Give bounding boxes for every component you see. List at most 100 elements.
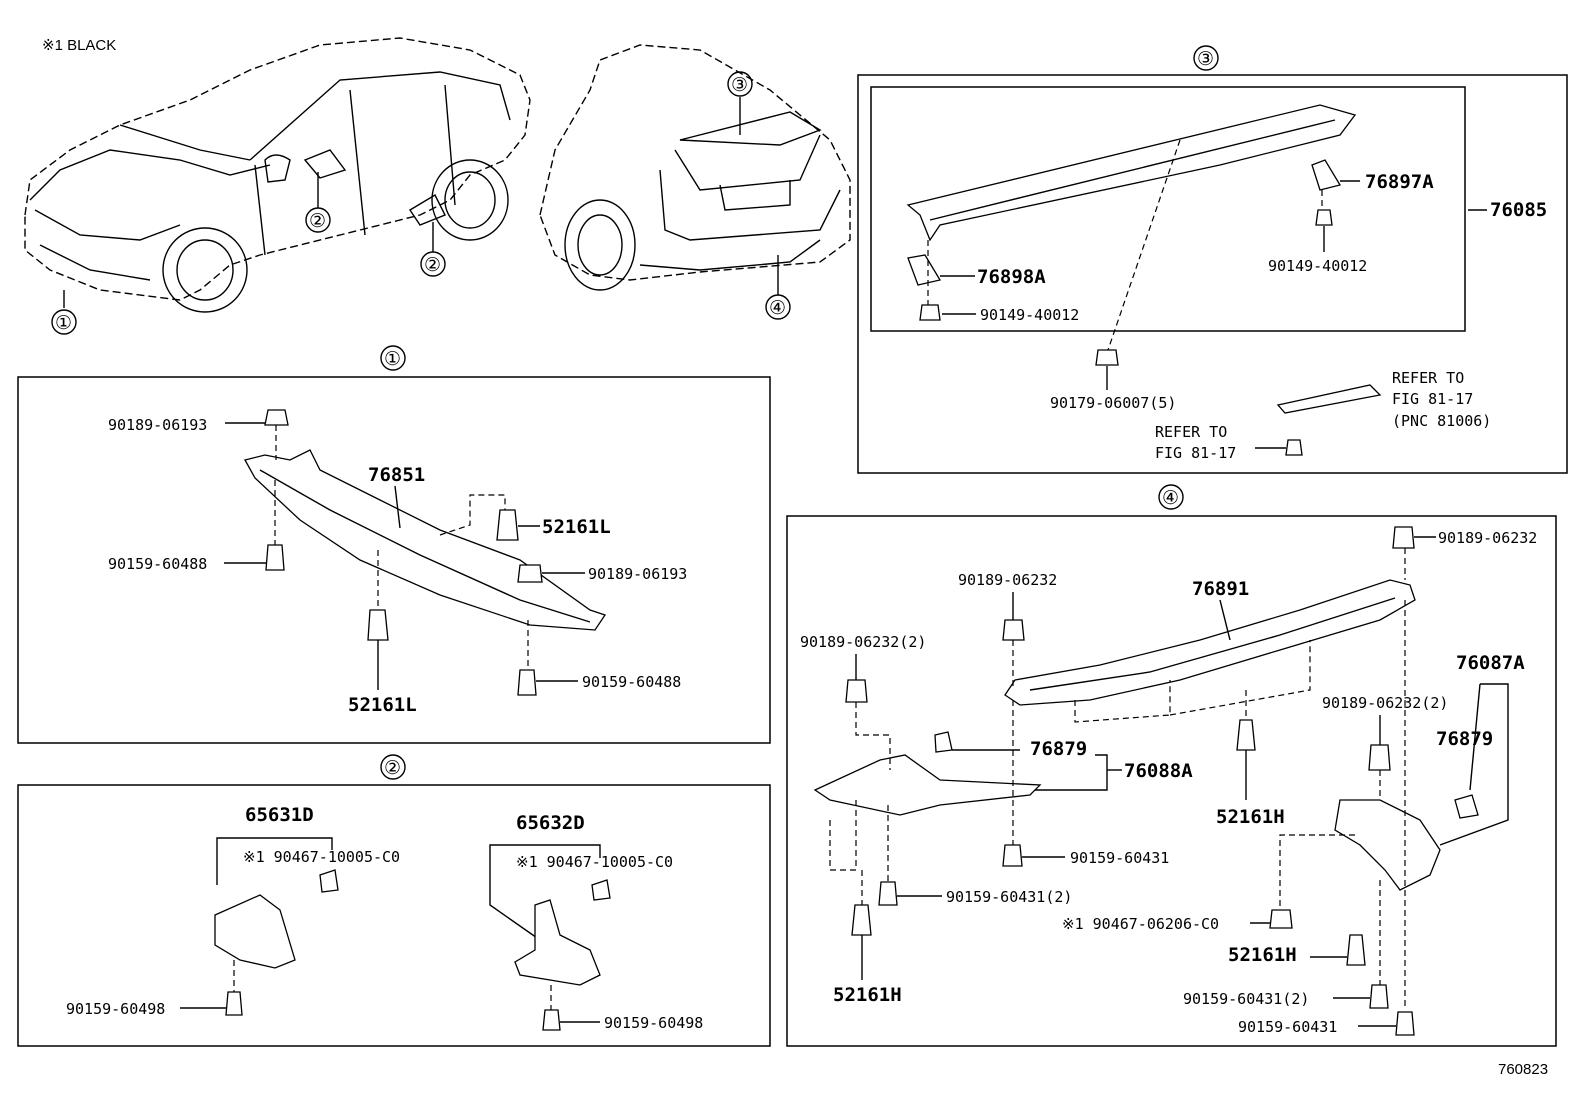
label-52161L-b: 52161L bbox=[348, 694, 417, 716]
clip-90189-06232-right bbox=[1368, 744, 1391, 771]
bracket-76088A-part bbox=[813, 754, 1042, 816]
refer1-line1: REFER TO bbox=[1392, 369, 1464, 387]
bracket-76897A-part bbox=[1311, 159, 1342, 191]
clip-76879-left bbox=[934, 731, 953, 753]
bolt-90159-60498-a bbox=[225, 991, 243, 1016]
label-90467-06206: ※1 90467-06206-C0 bbox=[1062, 915, 1219, 933]
car-front-illustration bbox=[24, 37, 531, 335]
clip-52161H-b bbox=[851, 904, 872, 936]
callout-2-door: ② bbox=[424, 255, 441, 276]
clip-76879-right bbox=[1454, 794, 1479, 819]
label-76897A: 76897A bbox=[1365, 171, 1434, 193]
car-rear-illustration bbox=[539, 44, 851, 320]
label-76879-a: 76879 bbox=[1030, 738, 1087, 760]
section3-callout-circle bbox=[1193, 45, 1219, 71]
section2-callout-circle bbox=[380, 754, 406, 780]
bracket-65631D-part bbox=[214, 894, 296, 969]
clip-90179-part bbox=[1095, 349, 1119, 366]
refer-part-81006 bbox=[1276, 384, 1382, 414]
bracket-65632D-part bbox=[514, 899, 601, 986]
bracket-76898A-part bbox=[907, 254, 942, 286]
refer1-line3: (PNC 81006) bbox=[1392, 412, 1491, 430]
label-76087A: 76087A bbox=[1456, 652, 1525, 674]
label-90189-06193-b: 90189-06193 bbox=[588, 565, 687, 583]
bolt-90149-right bbox=[1315, 209, 1333, 226]
callout-1-front: ① bbox=[55, 313, 72, 334]
clip-52161L-a bbox=[496, 509, 519, 541]
bolt-90159-60431-e bbox=[1369, 984, 1389, 1009]
label-90159-60488-a: 90159-60488 bbox=[108, 555, 207, 573]
label-90467-a: ※1 90467-10005-C0 bbox=[243, 848, 400, 866]
label-52161L-a: 52161L bbox=[542, 516, 611, 538]
bolt-90159-b bbox=[517, 669, 537, 696]
label-90189-06193-a: 90189-06193 bbox=[108, 416, 207, 434]
bolt-90159-60498-b bbox=[542, 1009, 561, 1031]
bolt-90159-60431-c bbox=[1002, 844, 1023, 867]
label-90159-60431-e: 90159-60431(2) bbox=[1183, 990, 1309, 1008]
label-76085: 76085 bbox=[1490, 199, 1547, 221]
callout-3-rear: ③ bbox=[731, 75, 748, 96]
refer2-line1: REFER TO bbox=[1155, 423, 1227, 441]
bracket-76087A-part bbox=[1334, 799, 1441, 891]
bolt-90159-60431-f bbox=[1395, 1011, 1415, 1036]
label-90189-06232-top: 90189-06232 bbox=[1438, 529, 1537, 547]
label-52161H-c: 52161H bbox=[1228, 944, 1297, 966]
section2-frame bbox=[17, 784, 771, 1047]
clip-90189-a bbox=[264, 409, 289, 426]
spoiler-76085-part bbox=[906, 104, 1357, 242]
refer1-line2: FIG 81-17 bbox=[1392, 390, 1473, 408]
label-90189-06232-2a: 90189-06232(2) bbox=[800, 633, 926, 651]
section3-inner-frame bbox=[870, 86, 1466, 332]
label-90159-60431-c: 90159-60431 bbox=[1070, 849, 1169, 867]
label-90159-60498-b: 90159-60498 bbox=[604, 1014, 703, 1032]
clip-90189-06232-top bbox=[1392, 526, 1415, 549]
label-90159-60488-b: 90159-60488 bbox=[582, 673, 681, 691]
label-90179: 90179-06007(5) bbox=[1050, 394, 1176, 412]
bolt-90159-60431-d bbox=[878, 881, 898, 906]
label-90159-60431-d: 90159-60431(2) bbox=[946, 888, 1072, 906]
note-black: ※1 BLACK bbox=[42, 37, 116, 54]
clip-90189-b bbox=[517, 564, 543, 583]
label-90149-right: 90149-40012 bbox=[1268, 257, 1367, 275]
label-65631D: 65631D bbox=[245, 804, 314, 826]
figure-id: 760823 bbox=[1498, 1061, 1548, 1078]
cover-76891-part bbox=[1004, 579, 1416, 706]
clip-90467-b bbox=[591, 879, 611, 901]
section1-callout: ① bbox=[384, 349, 401, 370]
clip-90189-06232-left bbox=[845, 679, 868, 703]
label-90189-06232-2b: 90189-06232(2) bbox=[1322, 694, 1448, 712]
clip-90467-a bbox=[319, 869, 339, 893]
section3-frame bbox=[857, 74, 1568, 474]
section1-frame bbox=[17, 376, 771, 744]
section3-callout: ③ bbox=[1197, 49, 1214, 70]
clip-90189-06232-mid bbox=[1002, 619, 1025, 641]
section4-callout-circle bbox=[1158, 484, 1184, 510]
bolt-90159-a bbox=[265, 544, 285, 571]
clip-52161L-b bbox=[367, 609, 389, 641]
section2-callout: ② bbox=[384, 758, 401, 779]
clip-52161H-c bbox=[1346, 934, 1366, 966]
label-90149-left: 90149-40012 bbox=[980, 306, 1079, 324]
label-65632D: 65632D bbox=[516, 812, 585, 834]
refer-bolt-part bbox=[1285, 439, 1303, 456]
label-76851: 76851 bbox=[368, 464, 425, 486]
refer2-line2: FIG 81-17 bbox=[1155, 444, 1236, 462]
label-90159-60431-f: 90159-60431 bbox=[1238, 1018, 1337, 1036]
label-52161H-b: 52161H bbox=[833, 984, 902, 1006]
label-52161H-a: 52161H bbox=[1216, 806, 1285, 828]
nut-90467-06206 bbox=[1269, 909, 1293, 929]
section4-callout: ④ bbox=[1162, 488, 1179, 509]
section4-frame bbox=[786, 515, 1557, 1047]
label-76088A: 76088A bbox=[1124, 760, 1193, 782]
label-76879-b: 76879 bbox=[1436, 728, 1493, 750]
label-90189-06232-mid: 90189-06232 bbox=[958, 571, 1057, 589]
label-90159-60498-a: 90159-60498 bbox=[66, 1000, 165, 1018]
clip-52161H-a bbox=[1236, 719, 1256, 751]
section1-callout-circle bbox=[380, 345, 406, 371]
label-76898A: 76898A bbox=[977, 266, 1046, 288]
label-90467-b: ※1 90467-10005-C0 bbox=[516, 853, 673, 871]
callout-4-rear: ④ bbox=[769, 298, 786, 319]
label-76891: 76891 bbox=[1192, 578, 1249, 600]
cover-76851-part bbox=[244, 449, 607, 631]
